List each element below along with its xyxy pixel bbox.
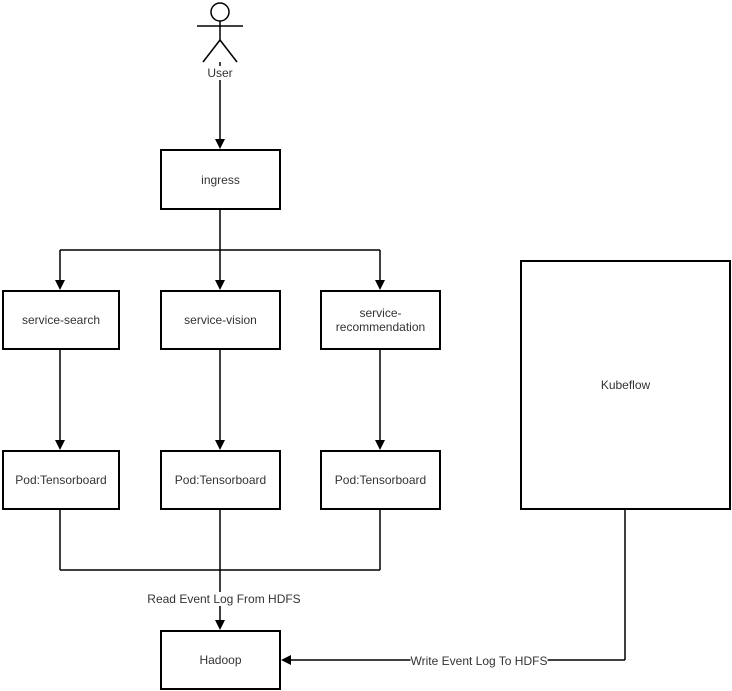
edge-service-vision-to-pod — [215, 350, 225, 450]
edge-label-read-event-log: Read Event Log From HDFS — [147, 592, 301, 606]
node-pod-tensorboard-vision-label: Pod:Tensorboard — [174, 473, 267, 487]
node-service-search-label: service-search — [21, 313, 101, 327]
user-actor-label: User — [207, 66, 233, 80]
node-service-vision: service-vision — [160, 290, 281, 350]
node-service-recommendation: service-recommendation — [320, 290, 441, 350]
node-hadoop-label: Hadoop — [199, 653, 242, 667]
node-pod-tensorboard-search-label: Pod:Tensorboard — [15, 473, 107, 487]
edge-ingress-to-branch — [55, 210, 385, 290]
edge-label-write-event-log: Write Event Log To HDFS — [410, 654, 548, 668]
node-kubeflow-label: Kubeflow — [600, 378, 651, 392]
edge-service-recommendation-to-pod — [375, 350, 385, 450]
node-pod-tensorboard-recommendation-label: Pod:Tensorboard — [334, 473, 427, 487]
user-actor-icon — [197, 2, 243, 63]
edge-pods-to-hadoop — [59, 510, 381, 630]
node-kubeflow: Kubeflow — [520, 260, 731, 510]
edge-kubeflow-to-hadoop — [281, 510, 626, 665]
node-pod-tensorboard-recommendation: Pod:Tensorboard — [320, 450, 441, 510]
edge-service-search-to-pod — [55, 350, 65, 450]
node-pod-tensorboard-vision: Pod:Tensorboard — [160, 450, 281, 510]
node-service-search: service-search — [2, 290, 120, 350]
node-service-vision-label: service-vision — [184, 313, 257, 327]
node-pod-tensorboard-search: Pod:Tensorboard — [2, 450, 120, 510]
node-service-recommendation-label: service-recommendation — [335, 306, 426, 334]
node-ingress-label: ingress — [201, 172, 240, 187]
node-hadoop: Hadoop — [160, 630, 281, 690]
node-ingress: ingress — [160, 149, 281, 210]
